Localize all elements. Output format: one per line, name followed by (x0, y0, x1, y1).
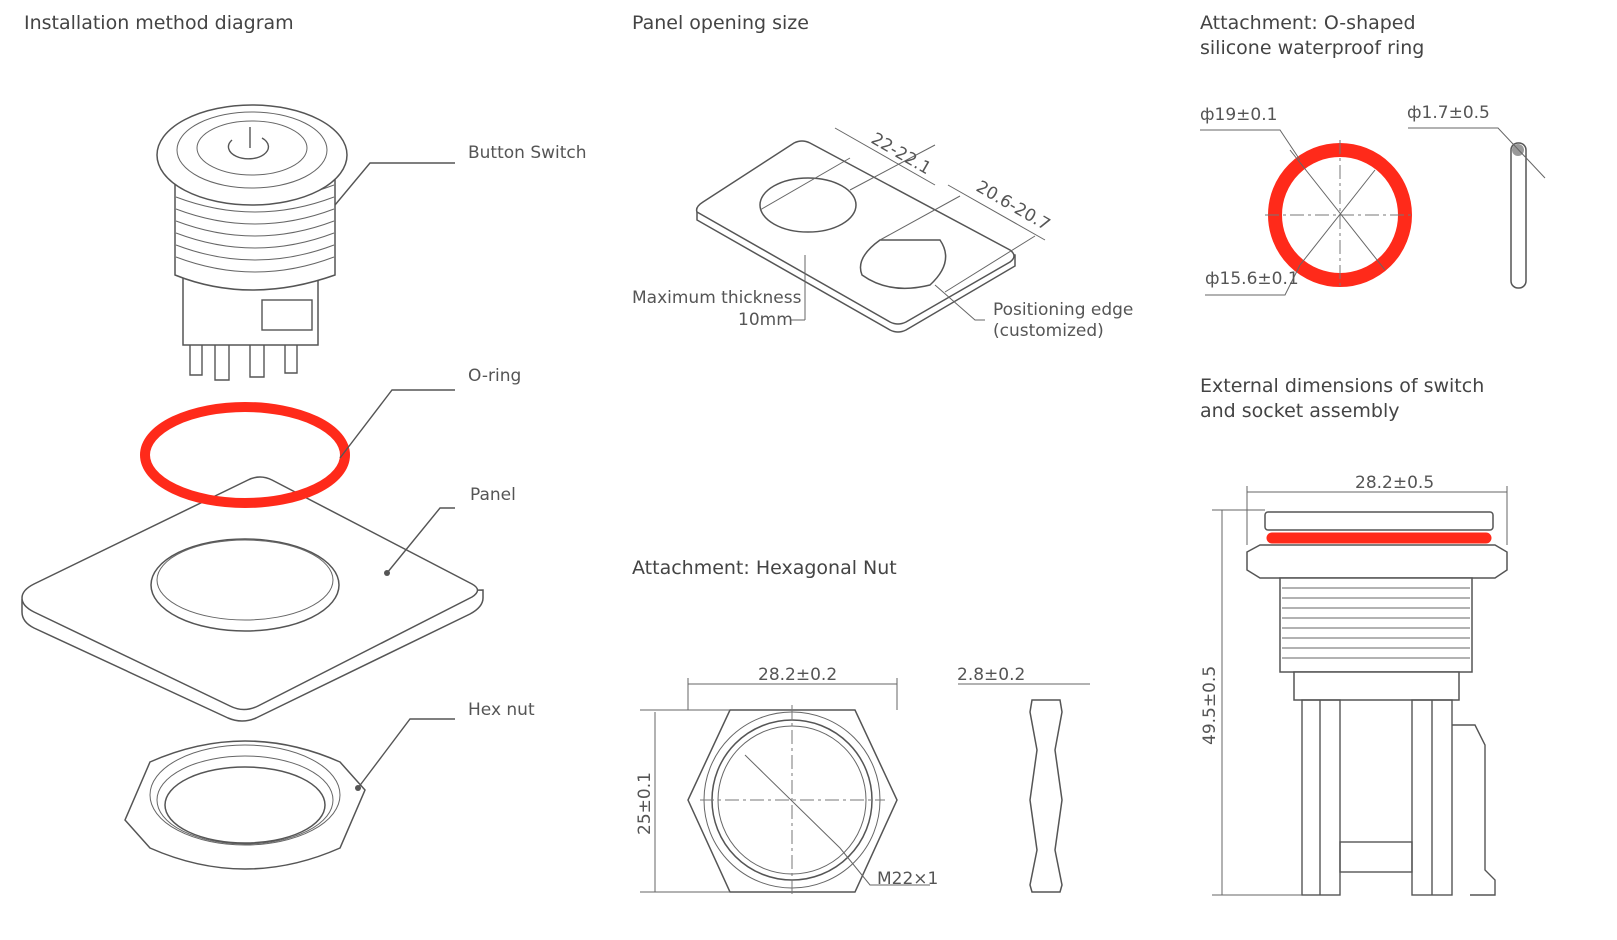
assembly-drawing (1212, 486, 1508, 896)
thickness-value: 10mm (738, 310, 793, 330)
thickness-label: Maximum thickness (632, 288, 802, 308)
external-title-1: External dimensions of switch (1200, 375, 1484, 397)
oring-title-1: Attachment: O-shaped (1200, 12, 1416, 34)
button-switch-drawing (156, 104, 348, 381)
hex-nut-thread: M22×1 (877, 869, 938, 889)
oring-outer-dia: ф19±0.1 (1200, 105, 1277, 125)
oring-cross-section: ф1.7±0.5 (1407, 103, 1490, 123)
leader-lines (334, 162, 455, 789)
hex-nut-title: Attachment: Hexagonal Nut (632, 557, 897, 579)
oring-inner-dia: ф15.6±0.1 (1205, 269, 1299, 289)
o-ring-drawing (140, 402, 350, 508)
panel-opening-drawing (695, 127, 1046, 333)
label-button-switch: Button Switch (468, 143, 587, 163)
assembly-width: 28.2±0.5 (1355, 473, 1434, 493)
panel-drawing (21, 476, 484, 722)
hex-nut-height: 25±0.1 (635, 772, 655, 835)
installation-title: Installation method diagram (24, 12, 294, 34)
label-o-ring: O-ring (468, 366, 521, 386)
panel-opening-title: Panel opening size (632, 12, 809, 34)
oring-detail-drawing (1200, 127, 1546, 296)
positioning-edge-label: Positioning edge (993, 300, 1133, 320)
assembly-height: 49.5±0.5 (1200, 666, 1220, 745)
hex-nut-thickness: 2.8±0.2 (957, 665, 1025, 685)
hex-nut-width: 28.2±0.2 (758, 665, 837, 685)
external-title-2: and socket assembly (1200, 400, 1399, 422)
hex-nut-detail-drawing (640, 678, 1090, 895)
oring-title-2: silicone waterproof ring (1200, 37, 1424, 59)
positioning-edge-note: (customized) (993, 321, 1104, 341)
label-hex-nut: Hex nut (468, 700, 535, 720)
label-panel: Panel (470, 485, 516, 505)
hex-nut-drawing (124, 740, 366, 870)
dim-round-hole: 22-22.1 (868, 129, 935, 179)
